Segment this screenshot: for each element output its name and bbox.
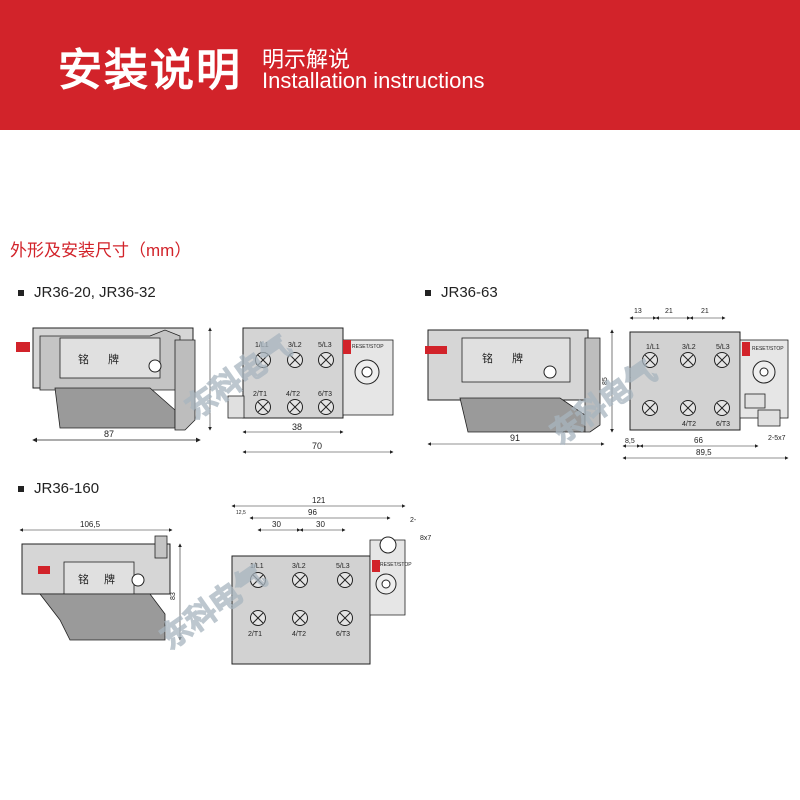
terminal-top-1-c: 1/L1 (250, 563, 264, 570)
terminal-top-2-b: 3/L2 (682, 344, 696, 351)
jr36-63-front-view: 13 21 21 RESET/STOP 1/L1 3/L2 5/L3 4/T2 … (622, 308, 789, 460)
model-label-c: JR36-160 (18, 480, 99, 497)
jr36-160-front-view: 121 96 30 30 12,5 RESET/STOP 2- 8x7 1/L1… (231, 496, 431, 665)
dim-21b: 21 (701, 308, 709, 315)
terminal-bottom-2-b: 4/T2 (682, 421, 696, 428)
bullet-icon (425, 290, 431, 297)
terminal-top-2: 3/L2 (288, 342, 302, 349)
dim-89-5: 89,5 (696, 448, 712, 457)
dim-96: 96 (308, 508, 317, 517)
terminal-bottom-3-c: 6/T3 (336, 631, 350, 638)
header-banner: 安装说明 明示解说 Installation instructions (0, 0, 800, 130)
nameplate-char-1-c: 铭 (78, 572, 89, 586)
reset-red-icon (343, 340, 351, 354)
header-subtitle-en: Installation instructions (262, 68, 485, 93)
reset-label-b: RESET/STOP (752, 346, 784, 352)
terminal-top-3-c: 5/L3 (336, 563, 350, 570)
terminal-top-1-b: 1/L1 (646, 344, 660, 351)
dim-106-5: 106,5 (80, 520, 101, 529)
dim-85: 85 (602, 377, 609, 385)
jr36-20-side-view: 铭 牌 87 (16, 327, 212, 443)
reset-label-c: RESET/STOP (380, 562, 412, 568)
terminal-bottom-2: 4/T2 (286, 391, 300, 398)
bullet-icon (18, 486, 24, 493)
model-b-text: JR36-63 (441, 284, 498, 301)
dim-30b: 30 (316, 520, 325, 529)
reset-label: RESET/STOP (352, 344, 384, 350)
bullet-icon (18, 290, 24, 297)
terminal-bottom-3: 6/T3 (318, 391, 332, 398)
dim-12-5: 12,5 (236, 510, 246, 516)
terminal-bottom-1-c: 2/T1 (248, 631, 262, 638)
section-title: 外形及安装尺寸（mm） (10, 241, 192, 260)
model-c-text: JR36-160 (34, 480, 100, 497)
model-a-text: JR36-20, JR36-32 (34, 284, 156, 301)
terminal-top-2-c: 3/L2 (292, 563, 306, 570)
dim-38: 38 (292, 422, 302, 432)
dim-30a: 30 (272, 520, 281, 529)
dim-21a: 21 (665, 308, 673, 315)
hole-spec-c: 2- (410, 517, 417, 524)
terminal-bottom-1: 2/T1 (253, 391, 267, 398)
header-subtitle-cn: 明示解说 (262, 47, 351, 72)
nameplate-char-1-b: 铭 (482, 351, 493, 365)
jr36-63-side-view: 铭 牌 91 85 (425, 329, 614, 446)
dim-91: 91 (510, 433, 520, 443)
terminal-bottom-2-c: 4/T2 (292, 631, 306, 638)
dim-66: 66 (694, 436, 703, 445)
reset-button-icon-b (425, 346, 447, 354)
nameplate-char-2: 牌 (108, 352, 119, 366)
jr36-160-side-view: 106,5 铭 牌 83 (19, 520, 182, 641)
dim-8-5: 8,5 (625, 438, 635, 445)
jr36-20-front-view: RESET/STOP 1/L1 3/L2 5/L3 2/T1 4/T2 6/T3… (227, 327, 394, 454)
terminal-top-3-b: 5/L3 (716, 344, 730, 351)
dim-13: 13 (634, 308, 642, 315)
hole-spec-b: 2-5x7 (768, 435, 786, 442)
model-label-a: JR36-20, JR36-32 (18, 284, 156, 301)
terminal-top-3: 5/L3 (318, 342, 332, 349)
reset-button-icon-c (38, 566, 50, 574)
reset-red-icon-b (742, 342, 750, 356)
dim-70: 70 (312, 441, 322, 451)
model-label-b: JR36-63 (425, 284, 498, 301)
header-title: 安装说明 (58, 46, 242, 95)
dim-121: 121 (312, 496, 326, 505)
dim-87: 87 (104, 429, 114, 439)
nameplate-char-2-c: 牌 (104, 572, 115, 586)
nameplate-char-1: 铭 (78, 352, 89, 366)
terminal-bottom-3-b: 6/T3 (716, 421, 730, 428)
dim-83: 83 (170, 592, 177, 600)
nameplate-char-2-b: 牌 (512, 351, 523, 365)
hole-spec-c2: 8x7 (420, 535, 431, 542)
reset-button-icon (16, 342, 30, 352)
reset-red-icon-c (372, 560, 380, 572)
terminal-top-1: 1/L1 (255, 342, 269, 349)
